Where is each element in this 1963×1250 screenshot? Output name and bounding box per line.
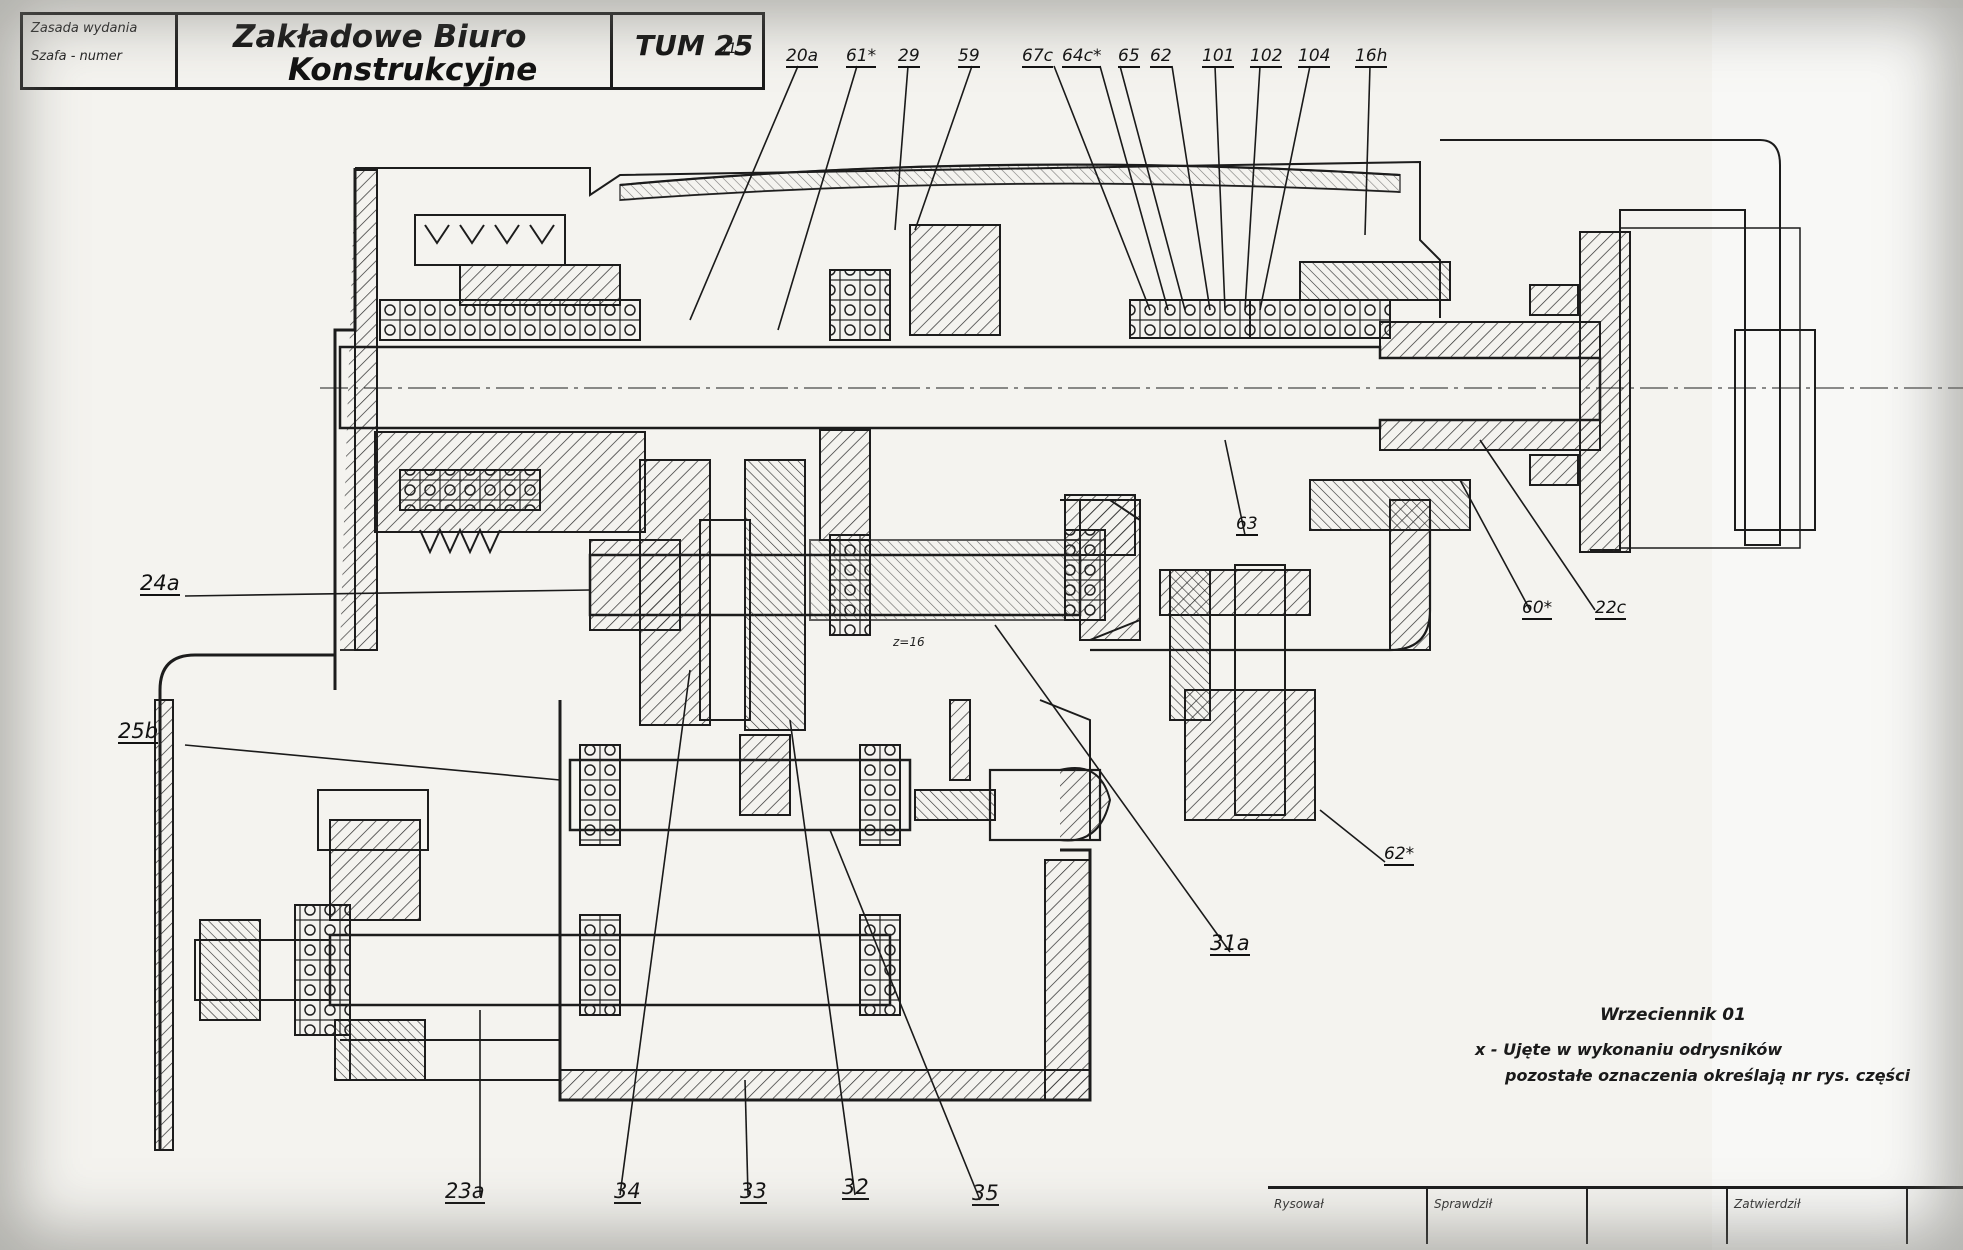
gear-tooth-note: z=16 — [893, 635, 925, 649]
callout-62-right: 62* — [1384, 844, 1415, 866]
checked-by-label: Sprawdził — [1434, 1197, 1493, 1211]
callout-24a: 24a — [140, 571, 180, 597]
overlapping-paper-sheet — [1712, 8, 1963, 1250]
drawn-by-cell: Rysował — [1268, 1189, 1428, 1244]
base-left-outline — [158, 653, 335, 1150]
office-name-line-2: Konstrukcyjne — [288, 52, 538, 88]
legend-note-line-1: x - Ujęte w wykonaniu odrysników — [1475, 1040, 1783, 1059]
callout-16h: 16h — [1355, 46, 1388, 68]
model-suffix: /1 — [723, 41, 737, 57]
callout-67c: 67c — [1022, 46, 1053, 68]
approved-by-label: Zatwierdził — [1734, 1197, 1801, 1211]
callout-61: 61* — [846, 46, 877, 68]
approved-by-cell: Zatwierdził — [1728, 1189, 1908, 1244]
title-block: Zasada wydania Szafa - numer Zakładowe B… — [20, 12, 765, 90]
gear-34 — [639, 459, 711, 726]
checked-by-cell: Sprawdził — [1428, 1189, 1588, 1244]
callout-62-top: 62 — [1150, 46, 1172, 68]
callout-59: 59 — [958, 46, 980, 68]
callout-35: 35 — [972, 1181, 999, 1207]
top-bearing-row-left — [379, 299, 641, 341]
callout-60: 60* — [1522, 598, 1553, 620]
legend-note-line-2: pozostałe oznaczenia określają nr rys. c… — [1505, 1066, 1911, 1085]
callout-34: 34 — [614, 1179, 641, 1205]
callout-23a: 23a — [445, 1179, 485, 1205]
callout-104: 104 — [1298, 46, 1331, 68]
callout-33: 33 — [740, 1179, 767, 1205]
legend-title: Wrzeciennik 01 — [1600, 1005, 1746, 1025]
chuck-cover-outline — [1440, 139, 1781, 551]
dept-line-1: Zasada wydania — [31, 21, 138, 36]
callout-31a: 31a — [1210, 931, 1250, 957]
callout-64c: 64c* — [1062, 46, 1102, 68]
housing-left-wall-hatch — [354, 169, 378, 651]
callout-29: 29 — [898, 46, 920, 68]
gear-33 — [744, 459, 806, 731]
callout-101: 101 — [1202, 46, 1235, 68]
office-name-line-1: Zakładowe Biuro — [233, 19, 527, 55]
callout-32: 32 — [842, 1175, 869, 1201]
callout-65: 65 — [1118, 46, 1140, 68]
pulley-teeth-top — [414, 214, 621, 306]
bottom-title-strip: Rysował Sprawdził Zatwierdził — [1268, 1186, 1963, 1244]
callout-20a: 20a — [786, 46, 819, 68]
title-block-model-cell: TUM 25 /1 — [613, 15, 763, 87]
callout-25b: 25b — [118, 719, 159, 745]
callout-63: 63 — [1236, 514, 1258, 536]
blank-cell — [1588, 1189, 1728, 1244]
dept-line-2: Szafa - numer — [31, 49, 123, 64]
spindle-flange — [1579, 231, 1631, 553]
model-number: TUM 25 — [635, 29, 754, 62]
title-block-dept-cell: Zasada wydania Szafa - numer — [23, 15, 178, 87]
title-block-office-cell: Zakładowe Biuro Konstrukcyjne — [178, 15, 613, 88]
callout-22c: 22c — [1595, 598, 1626, 620]
callout-102: 102 — [1250, 46, 1283, 68]
leader-lines — [184, 65, 1596, 1201]
drawn-by-label: Rysował — [1274, 1197, 1324, 1211]
